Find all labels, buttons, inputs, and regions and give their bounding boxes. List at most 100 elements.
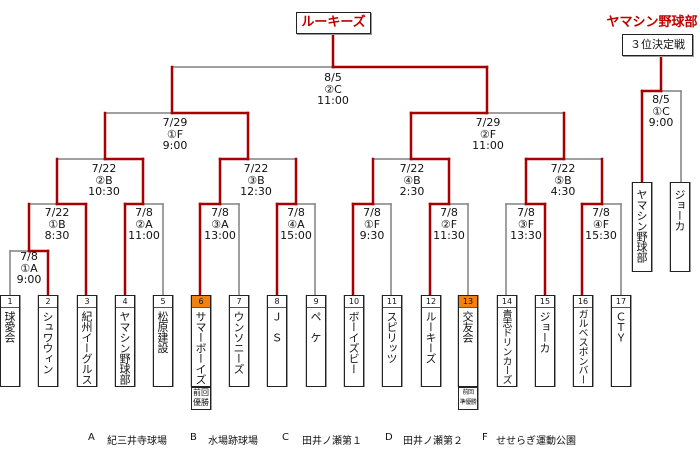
- team-name: ヤマシン野球部: [118, 311, 131, 385]
- team-box: 9 ペ ケ: [306, 295, 326, 387]
- team-number: 12: [422, 296, 440, 308]
- match-time: 9:00: [648, 116, 674, 129]
- legend-venue: 紀三井寺球場: [107, 436, 167, 447]
- team-number: 9: [307, 296, 325, 308]
- team-number: 6: [192, 296, 210, 308]
- team-number: 15: [536, 296, 554, 308]
- legend-venue: 水場跡球場: [208, 436, 258, 447]
- match-venue-code: ①F: [363, 217, 381, 231]
- match-date: 7/22: [550, 162, 576, 175]
- match-venue-code: ③F: [517, 217, 535, 231]
- previous-champion-note: 前回 優勝: [191, 387, 211, 410]
- match-venue-code: ②B: [95, 173, 113, 187]
- match-venue-code: ③B: [247, 173, 265, 187]
- match-venue-code: ②C: [324, 82, 342, 96]
- team-name: ペ ケ: [309, 311, 322, 343]
- legend-code: F: [482, 432, 488, 443]
- match-date: 8/5: [324, 71, 342, 84]
- match-date: 7/8: [440, 206, 458, 219]
- match-time: 9:00: [16, 273, 42, 286]
- match-time: 10:30: [88, 185, 120, 198]
- note-line: 優勝: [193, 398, 209, 407]
- team-number: 7: [230, 296, 248, 308]
- team-name: サマーボーイズ: [194, 311, 207, 385]
- legend-code: C: [282, 432, 289, 443]
- team-name: ルーキーズ: [424, 311, 437, 364]
- team-name: ＣＴＹ: [614, 311, 627, 343]
- team-box: 1 球愛会: [0, 295, 20, 387]
- match-venue-code: ③A: [211, 217, 229, 231]
- legend-code: A: [88, 432, 95, 443]
- match-time: 11:00: [472, 139, 504, 152]
- team-number: 13: [459, 296, 477, 308]
- team-number: 3: [78, 296, 96, 308]
- team-name: Ｊ Ｓ: [270, 311, 283, 343]
- third-place-match-box: ３位決定戦: [622, 34, 693, 56]
- team-name: 貴志ドリンカーズ: [500, 309, 511, 385]
- legend-code: D: [385, 432, 393, 443]
- legend-venue: せせらぎ運動公園: [496, 436, 576, 447]
- match-date: 7/8: [592, 206, 610, 219]
- team-name: 球愛会: [3, 311, 16, 343]
- match-date: 7/22: [44, 206, 70, 219]
- match-venue-code: ①B: [48, 217, 66, 231]
- champion-box: ルーキーズ: [296, 12, 371, 34]
- match-date: 7/8: [517, 206, 535, 219]
- match-venue-code: ②F: [440, 217, 458, 231]
- champion-name: ルーキーズ: [301, 15, 366, 30]
- team-number: 1: [1, 296, 19, 308]
- match-venue-code: ④B: [403, 173, 421, 187]
- team-name: ウンソニーズ: [232, 311, 245, 374]
- match-time: 2:30: [399, 185, 425, 198]
- match-date: 7/8: [287, 206, 305, 219]
- third-place-label: ３位決定戦: [630, 38, 685, 51]
- note-line: 前回: [193, 388, 209, 397]
- match-time: 15:30: [585, 229, 617, 242]
- match-date: 8/5: [652, 93, 670, 106]
- match-time: 9:00: [162, 139, 188, 152]
- legend-venue: 田井ノ瀬第１: [302, 436, 362, 447]
- match-date: 7/22: [91, 162, 117, 175]
- match-date: 7/8: [135, 206, 153, 219]
- team-name: ガルベスボンバー: [576, 309, 587, 385]
- team-number: 16: [574, 296, 592, 308]
- team-name: ジョーカ: [673, 189, 686, 231]
- team-box: 7 ウンソニーズ: [229, 295, 249, 387]
- match-time: 11:00: [128, 229, 160, 242]
- note-line: 準優勝: [459, 399, 477, 406]
- match-time: 13:00: [204, 229, 236, 242]
- team-number: 10: [345, 296, 363, 308]
- team-number: 5: [154, 296, 172, 308]
- team-box: 6 サマーボーイズ: [191, 295, 211, 387]
- match-time: 11:30: [433, 229, 465, 242]
- third-place-winner: ヤマシン野球部: [606, 15, 698, 30]
- match-date: 7/29: [475, 116, 501, 129]
- match-date: 7/29: [162, 116, 188, 129]
- match-venue-code: ①F: [166, 127, 184, 141]
- legend-venue: 田井ノ瀬第２: [403, 436, 463, 447]
- match-venue-code: ②F: [479, 127, 497, 141]
- match-time: 13:30: [510, 229, 542, 242]
- team-name: 紀州イーグルス: [80, 311, 93, 385]
